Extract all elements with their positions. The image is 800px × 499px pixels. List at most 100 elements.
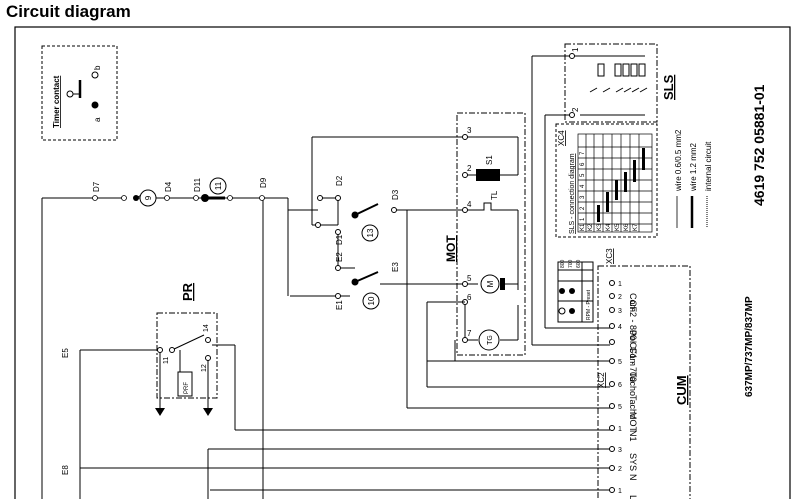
svg-text:TG: TG	[487, 335, 494, 345]
page-title: Circuit diagram	[6, 2, 131, 21]
svg-text:1: 1	[580, 217, 586, 221]
svg-text:1: 1	[618, 281, 622, 288]
svg-text:3: 3	[580, 195, 586, 199]
svg-text:CF1 - 700: CF1 - 700	[628, 342, 638, 382]
pin-e2: E2	[335, 252, 344, 262]
pin-d4: D4	[164, 181, 173, 192]
svg-text:5: 5	[618, 359, 622, 366]
rpm-preset-box: 800 700 600 RPM - Preset	[557, 259, 594, 323]
sls-connection-table: XC4 SLS - connection diagram	[555, 123, 658, 238]
svg-text:K1: K1	[580, 223, 586, 231]
svg-text:3: 3	[618, 447, 622, 454]
pin-d7: D7	[92, 181, 101, 192]
svg-text:7: 7	[467, 329, 472, 338]
pin-e3: E3	[391, 262, 400, 272]
svg-text:K3: K3	[597, 223, 603, 231]
svg-text:10: 10	[367, 296, 376, 305]
svg-text:7: 7	[580, 151, 586, 155]
svg-text:2: 2	[467, 164, 472, 173]
svg-text:2: 2	[618, 294, 622, 301]
svg-text:800: 800	[560, 259, 566, 268]
svg-text:N1: N1	[628, 430, 638, 442]
diagram-frame	[14, 26, 791, 499]
svg-text:MOT: MOT	[628, 412, 638, 432]
svg-text:K4: K4	[606, 223, 612, 231]
xc3-label: XC3	[605, 248, 614, 264]
svg-text:11: 11	[214, 181, 223, 190]
timer-contact-b: b	[93, 65, 102, 70]
svg-text:2: 2	[618, 466, 622, 473]
svg-text:600: 600	[576, 259, 582, 268]
svg-text:2: 2	[571, 107, 580, 112]
legend-wire-thin: wire 0.6/0.5 mm2	[674, 129, 683, 192]
cum-label: CUM	[674, 375, 689, 405]
timer-contact-a: a	[93, 117, 102, 122]
svg-text:SYS: SYS	[628, 453, 638, 471]
pr-label: PR	[180, 282, 195, 301]
pin-e1: E1	[335, 300, 344, 310]
svg-text:2: 2	[580, 206, 586, 210]
legend-internal: internal circuit	[704, 141, 713, 191]
pin-d3: D3	[391, 189, 400, 200]
part-number: 4619 752 05881-01	[751, 84, 767, 206]
xc2-label: XC2	[597, 372, 606, 388]
cum-wires	[80, 210, 610, 499]
svg-text:Tacho: Tacho	[628, 395, 638, 419]
pin-e5: E5	[61, 348, 70, 358]
sls-label: SLS	[661, 74, 676, 100]
svg-text:Com: Com	[628, 347, 638, 366]
svg-text:9: 9	[144, 195, 153, 200]
timer-contact-label: Timer contact	[52, 75, 61, 128]
pin-e8: E8	[61, 465, 70, 475]
svg-text:6: 6	[580, 162, 586, 166]
svg-text:Tacho: Tacho	[628, 372, 638, 396]
svg-text:PRF: PRF	[184, 382, 190, 394]
circle-11: 11	[209, 177, 227, 195]
svg-text:N: N	[628, 474, 638, 481]
circle-9: 9	[139, 189, 157, 207]
svg-text:5: 5	[467, 274, 472, 283]
timer-contact-box: Timer contact b a	[41, 45, 118, 141]
svg-text:5: 5	[580, 173, 586, 177]
pr-block: PR PRF 14 11 12 E5 E8	[61, 282, 218, 499]
svg-text:CF2 - 800: CF2 - 800	[628, 300, 638, 340]
svg-text:11: 11	[163, 357, 170, 364]
mot-label: MOT	[444, 235, 458, 262]
svg-text:K5: K5	[615, 223, 621, 231]
circle-13: 13	[361, 224, 379, 242]
svg-text:L: L	[628, 495, 638, 499]
wire-legend: wire 0.6/0.5 mm2 wire 1.2 mm2 internal c…	[674, 129, 713, 228]
svg-text:12: 12	[201, 364, 208, 372]
svg-text:3: 3	[618, 308, 622, 315]
svg-text:700: 700	[568, 259, 574, 268]
svg-text:Pol: Pol	[628, 330, 638, 343]
d-bus-dots	[92, 195, 265, 201]
svg-text:4: 4	[467, 200, 472, 209]
svg-text:S1: S1	[485, 155, 494, 165]
svg-text:M: M	[486, 280, 495, 287]
svg-text:4: 4	[618, 324, 622, 331]
svg-text:K2: K2	[588, 223, 594, 231]
pin-d1: D1	[335, 234, 344, 245]
mot-block: MOT S1 TL M TG 3 2	[444, 112, 526, 356]
svg-text:3: 3	[467, 126, 472, 135]
svg-text:SLS - connection diagram: SLS - connection diagram	[569, 153, 576, 234]
svg-text:13: 13	[366, 228, 375, 237]
svg-text:1: 1	[571, 47, 580, 52]
svg-text:6: 6	[467, 293, 472, 302]
sls-block: SLS 1 2	[531, 43, 676, 345]
svg-text:6: 6	[618, 382, 622, 389]
cum-block: XC3 XC2 CUM Com CF2 - 800 CF1 - 700 Pol …	[597, 248, 691, 499]
model-numbers: 637MP/737MP/837MP	[744, 296, 755, 397]
d-bus	[41, 197, 289, 499]
svg-text:K6: K6	[624, 223, 630, 231]
pin-d9: D9	[259, 177, 268, 188]
xc4-label: XC4	[557, 130, 566, 146]
circle-10: 10	[362, 292, 380, 310]
pin-d11: D11	[193, 177, 202, 192]
svg-text:K7: K7	[633, 223, 639, 231]
svg-text:1: 1	[618, 488, 622, 495]
svg-text:4: 4	[580, 184, 586, 188]
pin-d2: D2	[335, 175, 344, 186]
